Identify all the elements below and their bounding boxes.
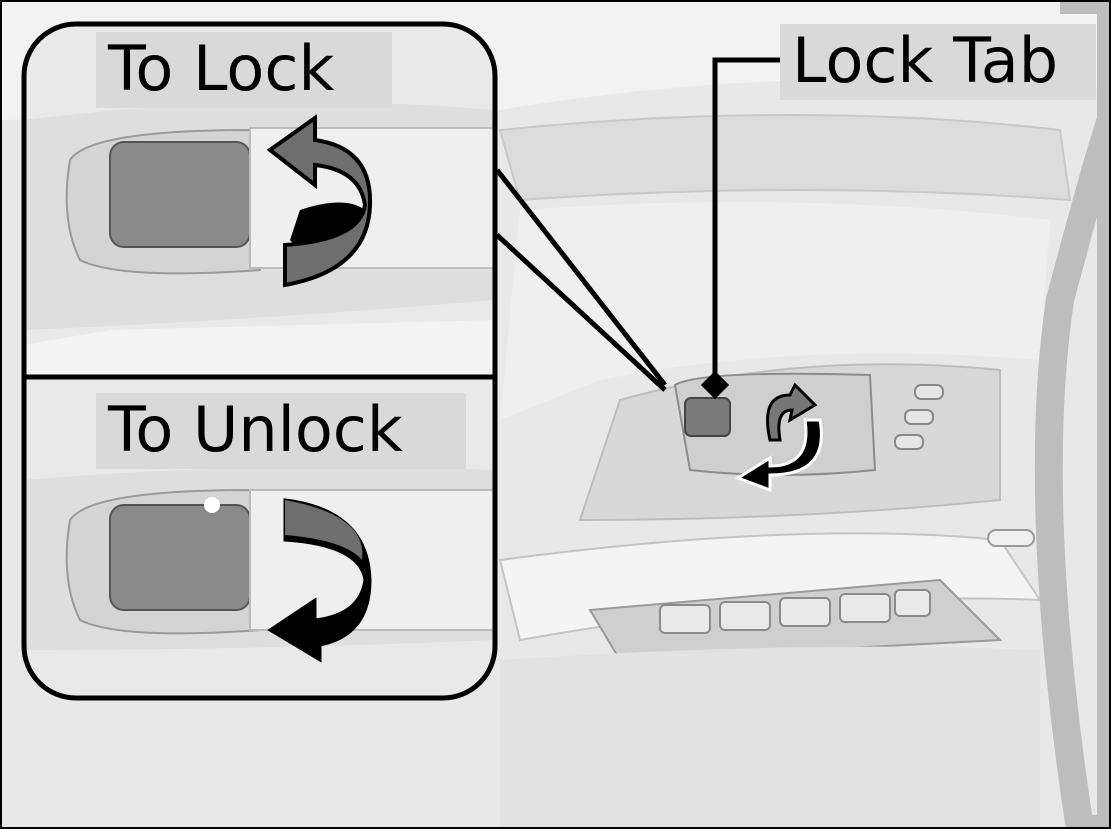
- lock-tab: [684, 397, 731, 437]
- callout-line-bottom: [495, 233, 667, 392]
- lock-arrow-icon: [266, 114, 373, 288]
- seat-memory-button: [987, 529, 1035, 547]
- door-lower: [500, 646, 1040, 829]
- callout-line-top: [495, 168, 667, 387]
- inset-panels: [24, 24, 495, 698]
- to-unlock-label: To Unlock: [96, 393, 466, 469]
- upper-door-trim: [498, 114, 1072, 202]
- lock-arrow-small-icon: [766, 382, 818, 442]
- memory-buttons: [894, 384, 944, 450]
- inset-frame: [21, 21, 498, 701]
- unlock-arrow-back: [285, 500, 363, 560]
- lock-tab-leader: [712, 57, 780, 385]
- lock-tab-label: Lock Tab: [780, 24, 1096, 100]
- lock-tab-closeup-locked: [109, 141, 251, 248]
- leader-diamond: [700, 370, 730, 400]
- steering-wheel: [1034, 0, 1111, 829]
- window-switches: [659, 589, 931, 634]
- lock-tab-closeup-unlocked: [109, 504, 251, 611]
- to-lock-label: To Lock: [96, 32, 392, 108]
- unlock-arrow-small-icon: [734, 418, 823, 493]
